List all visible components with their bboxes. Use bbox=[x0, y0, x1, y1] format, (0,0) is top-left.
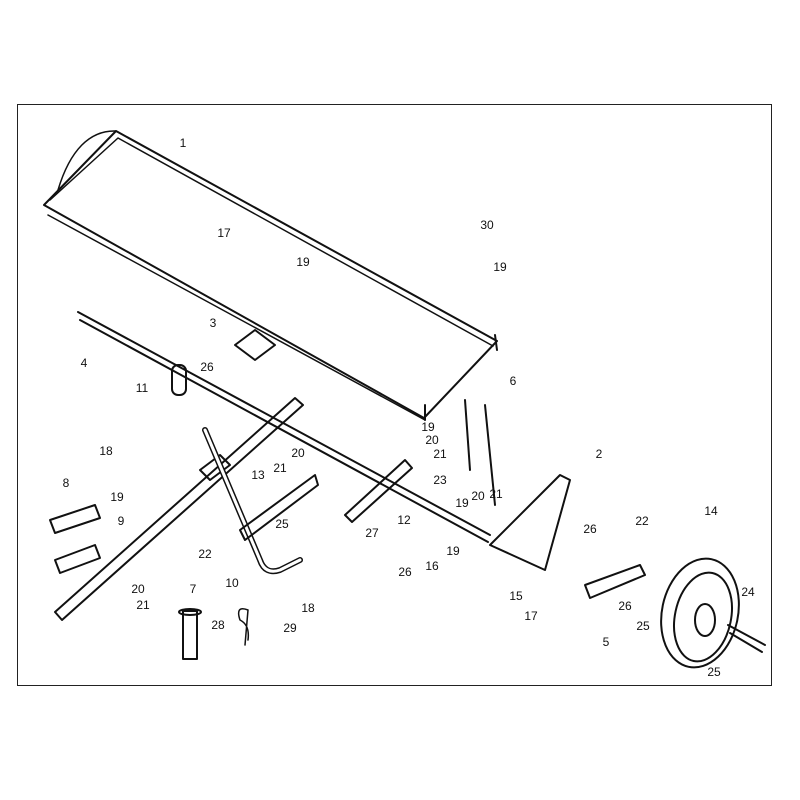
part-label-19: 19 bbox=[421, 420, 435, 434]
part-label-19: 19 bbox=[446, 544, 460, 558]
hair-pin-29 bbox=[237, 608, 250, 646]
part-label-9: 9 bbox=[117, 514, 125, 528]
bracket-3 bbox=[234, 329, 276, 361]
part-label-4: 4 bbox=[80, 356, 88, 370]
part-label-27: 27 bbox=[365, 526, 379, 540]
part-label-22: 22 bbox=[198, 547, 212, 561]
part-label-24: 24 bbox=[741, 585, 755, 599]
part-label-19: 19 bbox=[493, 260, 507, 274]
part-label-26: 26 bbox=[583, 522, 597, 536]
part-label-29: 29 bbox=[283, 621, 297, 635]
part-label-10: 10 bbox=[225, 576, 239, 590]
part-label-3: 3 bbox=[209, 316, 217, 330]
part-label-20: 20 bbox=[131, 582, 145, 596]
link-12 bbox=[344, 459, 413, 523]
side-plate-2 bbox=[489, 474, 571, 571]
part-label-16: 16 bbox=[425, 559, 439, 573]
wheel-14 bbox=[660, 557, 740, 669]
part-label-28: 28 bbox=[211, 618, 225, 632]
clevis-pin-28 bbox=[178, 608, 202, 660]
part-label-2: 2 bbox=[595, 447, 603, 461]
part-label-8: 8 bbox=[62, 476, 70, 490]
part-label-17: 17 bbox=[217, 226, 231, 240]
part-label-23: 23 bbox=[433, 473, 447, 487]
axle-rod bbox=[77, 311, 491, 543]
part-label-25: 25 bbox=[275, 517, 289, 531]
part-label-6: 6 bbox=[509, 374, 517, 388]
part-label-18: 18 bbox=[99, 444, 113, 458]
part-label-20: 20 bbox=[425, 433, 439, 447]
part-label-20: 20 bbox=[471, 489, 485, 503]
part-label-12: 12 bbox=[397, 513, 411, 527]
part-label-21: 21 bbox=[136, 598, 150, 612]
spring-6 bbox=[464, 399, 496, 506]
wheel-arm-5 bbox=[584, 564, 646, 599]
part-label-22: 22 bbox=[635, 514, 649, 528]
part-label-19: 19 bbox=[110, 490, 124, 504]
part-label-26: 26 bbox=[398, 565, 412, 579]
part-label-15: 15 bbox=[509, 589, 523, 603]
part-label-18: 18 bbox=[301, 601, 315, 615]
link-plate-13 bbox=[239, 474, 319, 541]
part-label-1: 1 bbox=[179, 136, 187, 150]
bracket-9 bbox=[54, 544, 101, 574]
diagram-frame bbox=[17, 104, 772, 686]
part-label-7: 7 bbox=[189, 582, 197, 596]
part-label-26: 26 bbox=[200, 360, 214, 374]
part-label-21: 21 bbox=[489, 487, 503, 501]
handle-frame bbox=[54, 397, 304, 621]
part-label-5: 5 bbox=[602, 635, 610, 649]
part-label-21: 21 bbox=[433, 447, 447, 461]
part-label-14: 14 bbox=[704, 504, 718, 518]
part-label-25: 25 bbox=[707, 665, 721, 679]
part-label-25: 25 bbox=[636, 619, 650, 633]
bracket-8 bbox=[49, 504, 101, 534]
part-label-19: 19 bbox=[455, 496, 469, 510]
part-label-11: 11 bbox=[135, 381, 149, 395]
part-label-26: 26 bbox=[618, 599, 632, 613]
part-label-17: 17 bbox=[524, 609, 538, 623]
part-label-19: 19 bbox=[296, 255, 310, 269]
part-label-30: 30 bbox=[480, 218, 494, 232]
axle-bolt-24 bbox=[727, 624, 766, 653]
part-label-20: 20 bbox=[291, 446, 305, 460]
hopper-tray bbox=[43, 130, 498, 421]
part-label-13: 13 bbox=[251, 468, 265, 482]
part-label-21: 21 bbox=[273, 461, 287, 475]
